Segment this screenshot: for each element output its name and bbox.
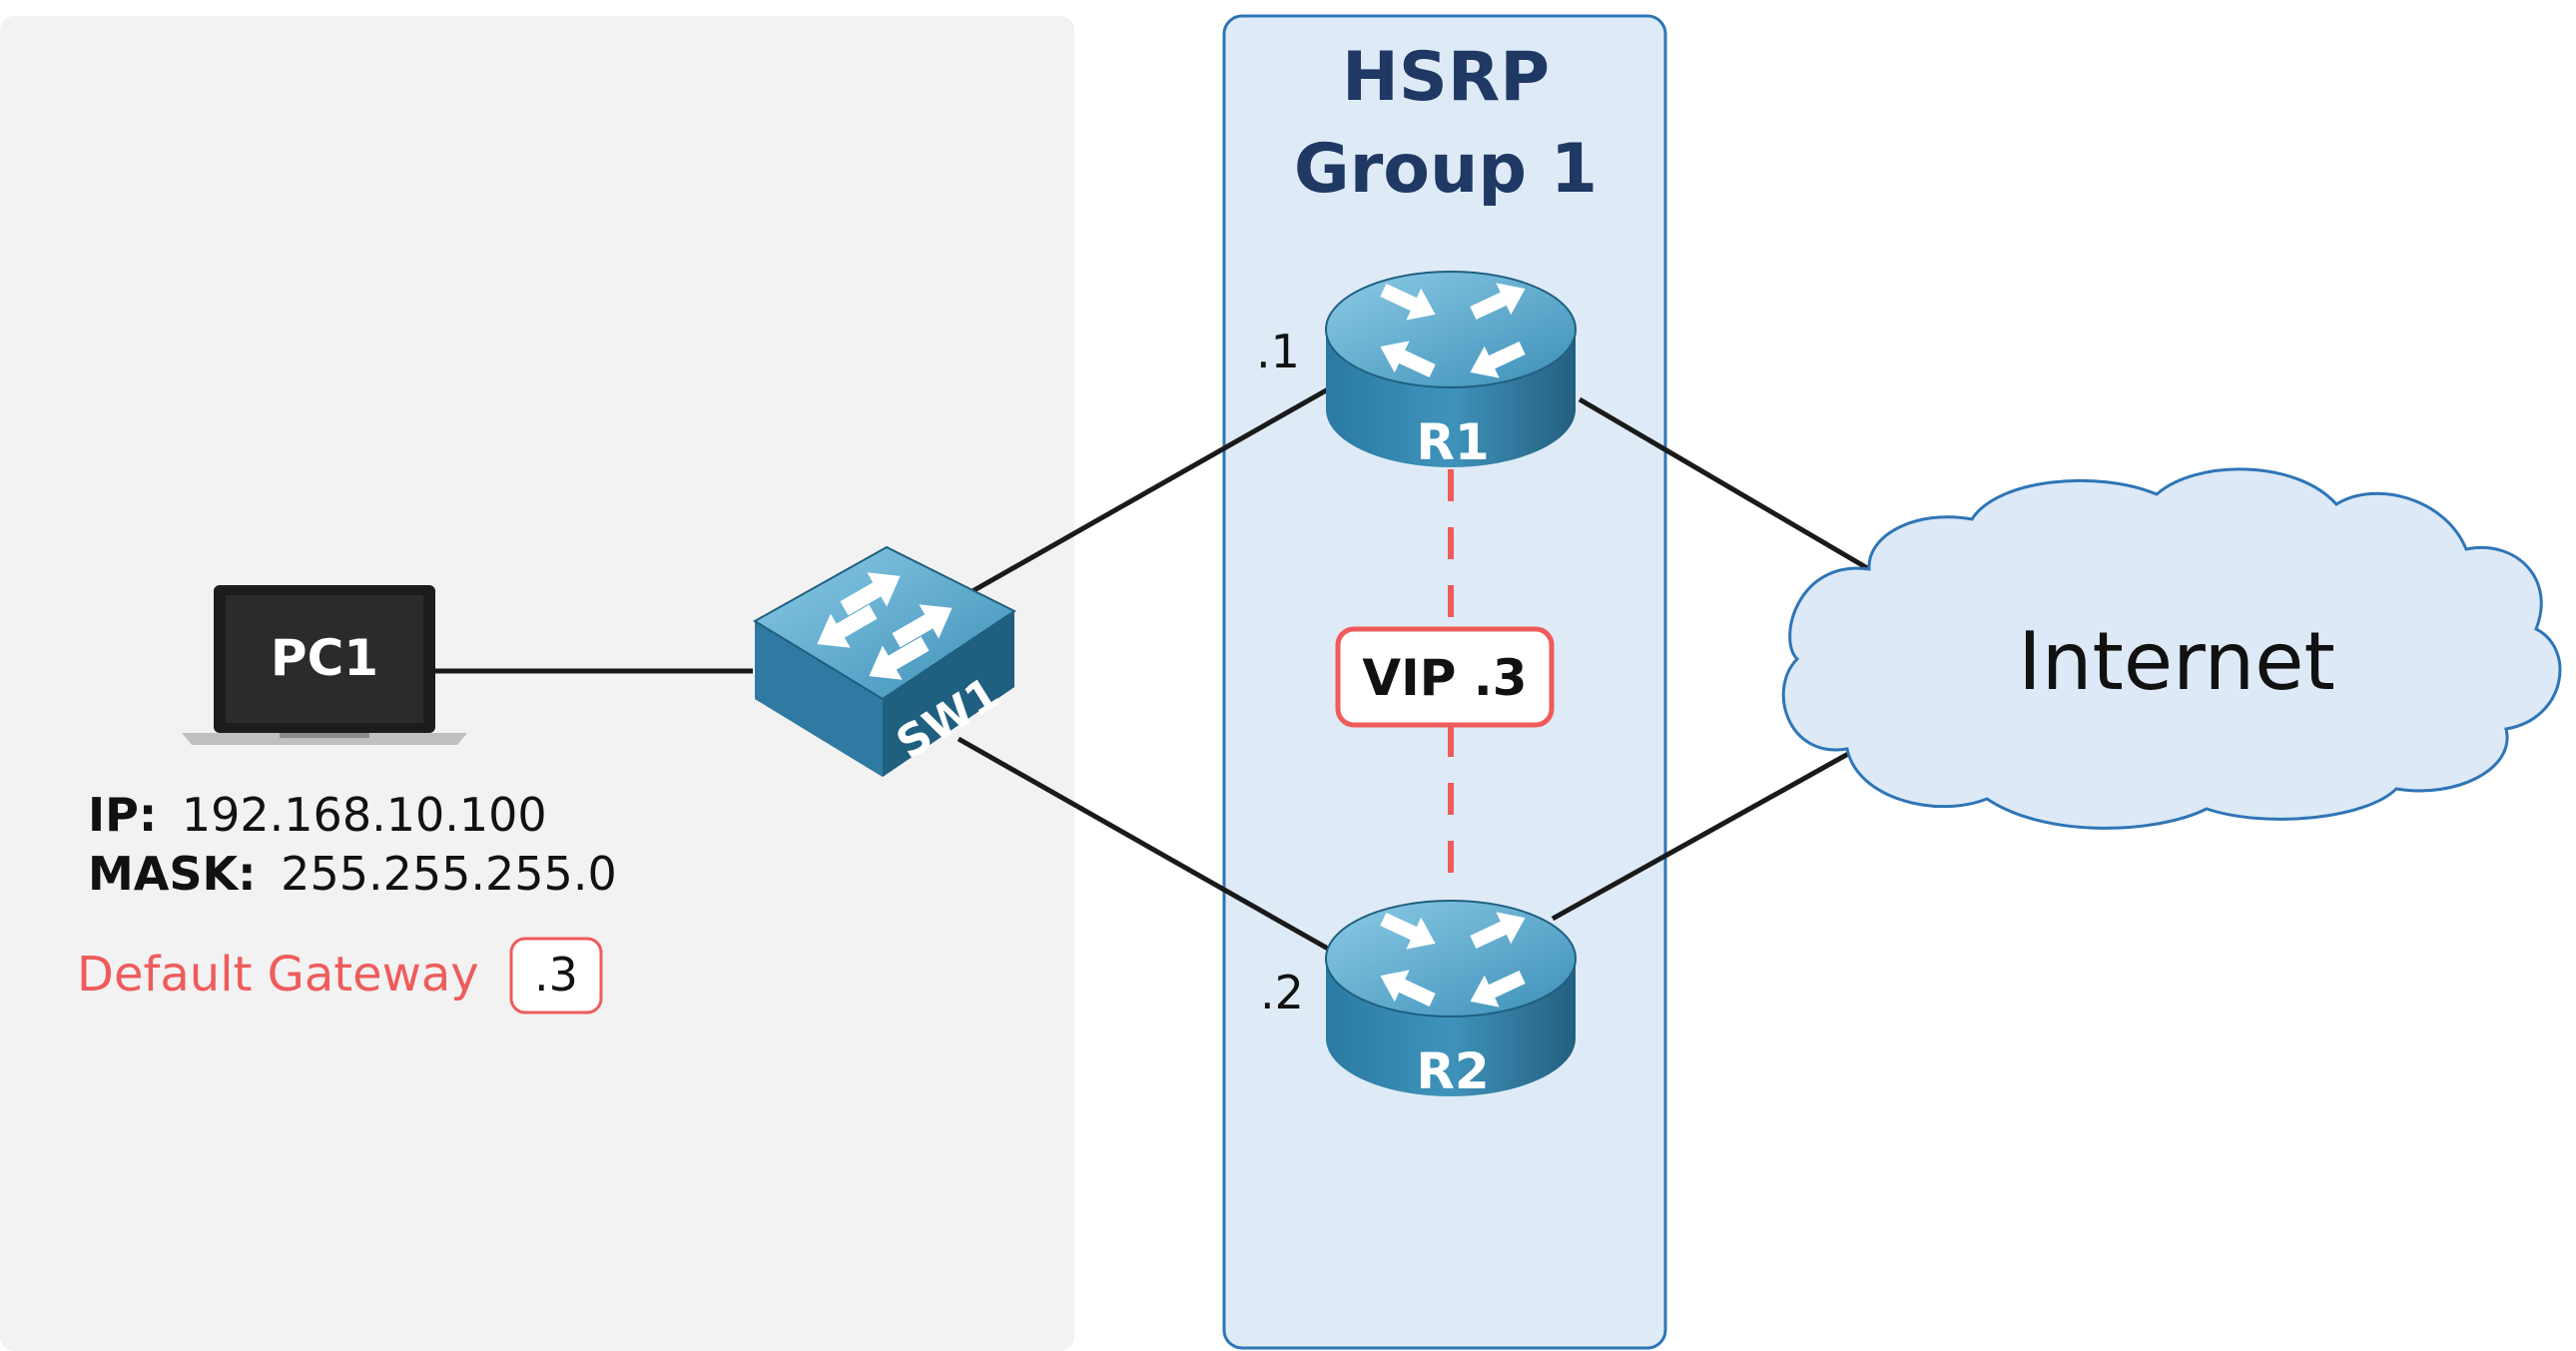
vip-box [1335,626,1555,728]
ip-value: 192.168.10.100 [182,788,547,842]
r2-address: .2 [1260,966,1304,1019]
mask-value: 255.255.255.0 [281,847,617,901]
client-area-panel [0,16,1074,1351]
internet-label: Internet [2018,615,2335,708]
link-sw1-r1 [957,386,1330,602]
r2-label: R2 [1416,1042,1489,1100]
hsrp-title-line2: Group 1 [1294,130,1598,209]
r1-label: R1 [1416,413,1489,471]
r1-address: .1 [1256,325,1300,378]
pc1-mask-line: MASK: 255.255.255.0 [88,847,617,901]
pc1-laptop-icon[interactable]: PC1 [182,585,467,745]
mask-label: MASK: [88,847,257,901]
pc1-label: PC1 [271,629,378,687]
link-r2-internet [1551,746,1859,922]
hsrp-title-line1: HSRP [1342,38,1550,117]
pc1-ip-line: IP: 192.168.10.100 [88,788,547,842]
default-gateway-box [509,937,603,1014]
r1-router-icon[interactable]: R1 [1325,271,1577,471]
ip-label: IP: [88,788,157,842]
internet-cloud-icon[interactable]: Internet [1781,467,2562,830]
r2-router-icon[interactable]: R2 [1325,900,1577,1100]
default-gateway-value: .3 [534,948,578,1002]
link-sw1-r2 [957,736,1330,952]
vip-label: VIP .3 [1362,649,1527,707]
link-r1-internet [1578,396,1871,572]
default-gateway-label: Default Gateway [77,947,479,1003]
